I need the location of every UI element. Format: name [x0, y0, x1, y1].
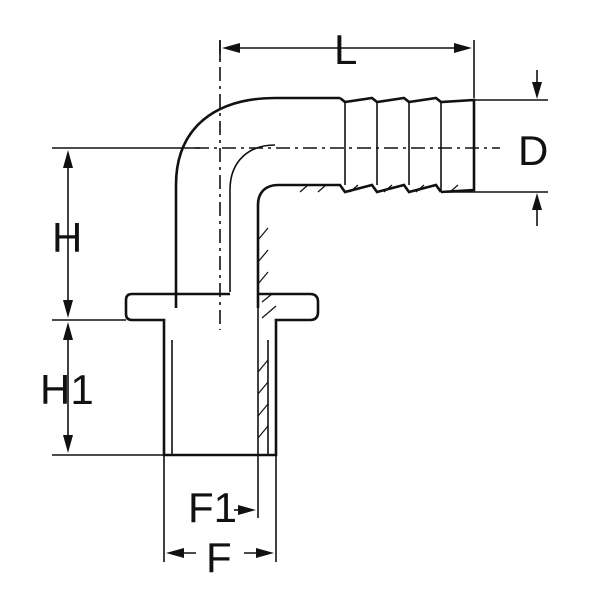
elbow-outer-contour	[174, 96, 340, 308]
arrow-L-right	[454, 43, 472, 53]
center-lines	[195, 40, 500, 330]
dimension-L: L	[219, 26, 475, 98]
arrow-H-top	[63, 150, 73, 168]
fitting-outline	[124, 96, 476, 457]
arrow-F1	[238, 505, 256, 515]
flange	[124, 292, 176, 342]
arrow-F-left	[166, 548, 184, 558]
arrow-H1-top	[63, 322, 73, 340]
label-D: D	[518, 127, 548, 174]
dimension-H: H	[52, 147, 200, 321]
hose-barb-top	[339, 96, 476, 194]
label-F: F	[206, 534, 232, 581]
arrow-D-bottom	[532, 193, 542, 210]
dimension-H1: H1	[40, 322, 164, 456]
arrow-L-left	[222, 43, 240, 53]
label-H1: H1	[40, 366, 94, 413]
arrow-D-top	[532, 82, 542, 99]
dimension-D: D	[446, 70, 548, 226]
label-F1: F1	[188, 484, 237, 531]
dimension-F1: F1	[188, 455, 259, 531]
label-L: L	[334, 26, 357, 73]
hose-barb-bottom	[278, 183, 443, 194]
section-hatching	[257, 184, 459, 439]
elbow-inner-bore	[229, 144, 276, 292]
dimension-F: F	[163, 455, 277, 581]
flange-right	[258, 292, 320, 342]
arrow-H1-bottom	[63, 435, 73, 453]
arrow-F-right	[256, 548, 274, 558]
arrow-H-bottom	[63, 300, 73, 318]
elbow-inner-wall	[256, 183, 279, 308]
threaded-shank	[162, 342, 278, 457]
label-H: H	[52, 214, 82, 261]
